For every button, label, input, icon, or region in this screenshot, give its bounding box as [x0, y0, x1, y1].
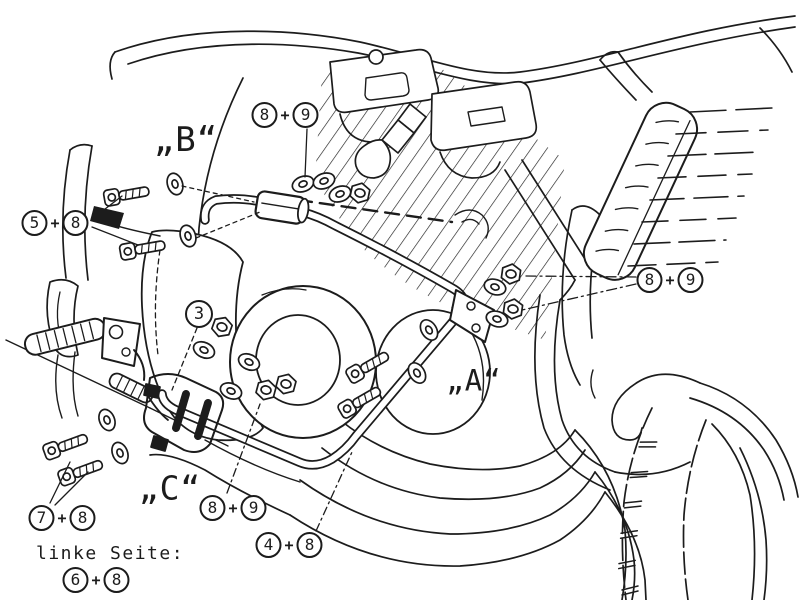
callout-8-9-top: 8 + 9	[251, 102, 319, 128]
part-circle: 8	[62, 210, 89, 236]
callout-8-9-right: 8 + 9	[636, 267, 704, 293]
front-fender-and-wheel	[611, 373, 799, 600]
callout-3: 3	[185, 300, 213, 328]
part-circle: 9	[292, 102, 319, 128]
fuel-tank-outline	[109, 15, 796, 85]
part-circle: 9	[677, 267, 704, 293]
leader-lines	[49, 128, 637, 532]
lower-clamp	[143, 373, 225, 453]
part-circle: 3	[185, 300, 213, 328]
plus-sign: +	[280, 105, 290, 124]
frame-right-and-fork	[504, 159, 691, 491]
section-label-b: „B“	[153, 120, 219, 160]
plus-sign: +	[50, 213, 60, 232]
plus-sign: +	[91, 570, 101, 589]
plus-sign: +	[284, 535, 294, 554]
note-linke-seite: linke Seite:	[36, 543, 185, 564]
part-circle: 8	[636, 267, 663, 293]
plus-sign: +	[665, 270, 675, 289]
part-circle: 8	[251, 102, 278, 128]
callout-6-8: 6 + 8	[62, 567, 130, 593]
section-label-a: „A“	[446, 363, 502, 398]
plus-sign: +	[57, 508, 67, 527]
part-circle: 6	[62, 567, 89, 593]
radiator	[582, 50, 773, 281]
cylinder-head	[329, 48, 538, 239]
part-circle: 7	[28, 505, 55, 531]
engine-guard-tube	[90, 190, 495, 470]
part-circle: 8	[296, 532, 323, 558]
part-circle: 8	[103, 567, 130, 593]
exhaust-pipes	[149, 419, 647, 600]
callout-8-9-bottom: 8 + 9	[199, 495, 267, 521]
radiator-motion-lines	[627, 107, 773, 267]
part-circle: 8	[199, 495, 226, 521]
callout-5-8: 5 + 8	[21, 210, 89, 236]
part-circle: 8	[69, 505, 96, 531]
part-circle: 4	[255, 532, 282, 558]
part-circle: 5	[21, 210, 48, 236]
footpeg-and-brake-pedal	[23, 317, 169, 421]
plus-sign: +	[228, 498, 238, 517]
part-circle: 9	[240, 495, 267, 521]
callout-4-8: 4 + 8	[255, 532, 323, 558]
callout-7-8: 7 + 8	[28, 505, 96, 531]
section-label-c: „C“	[138, 468, 202, 508]
